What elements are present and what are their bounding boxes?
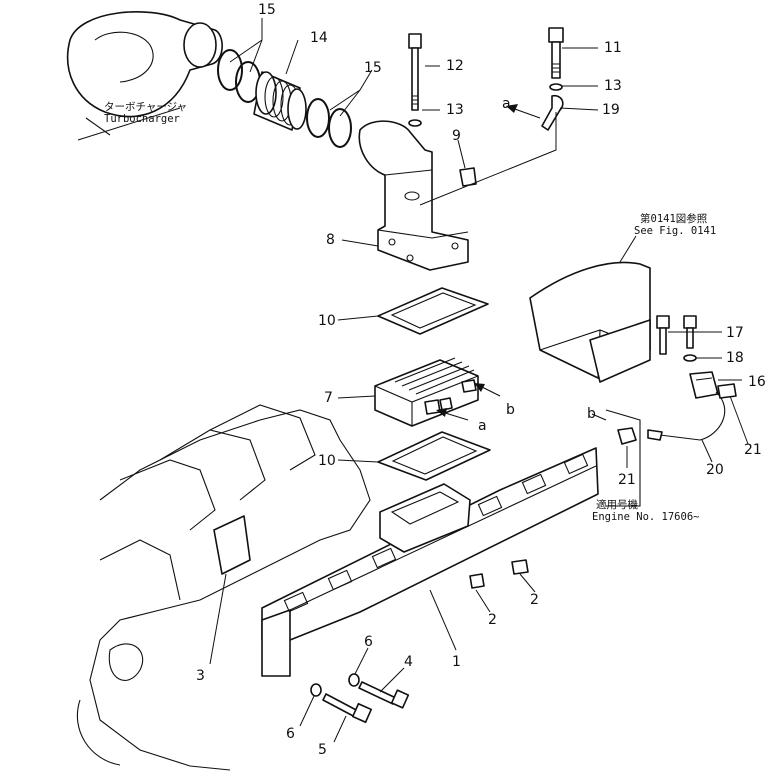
- callout-2-right: 2: [530, 592, 539, 608]
- bolt-5: [322, 693, 373, 724]
- callout-21-right: 21: [744, 442, 762, 458]
- cover-bracket: [529, 261, 651, 383]
- letter-a-top: a: [502, 96, 511, 112]
- bolt-12: [408, 33, 422, 111]
- callout-17: 17: [726, 325, 744, 341]
- callout-11: 11: [604, 40, 622, 56]
- callout-12: 12: [446, 58, 464, 74]
- arrow-b-heater: b: [474, 383, 515, 418]
- washer-6-upper: [348, 673, 360, 687]
- callout-5: 5: [318, 742, 327, 758]
- seal-rings-15-right: [306, 98, 352, 148]
- applic-label-jp: 適用号機: [596, 498, 638, 511]
- gasket-3: [213, 515, 251, 575]
- callout-9: 9: [452, 128, 461, 144]
- washer-13-left: [408, 119, 422, 127]
- callout-19: 19: [602, 102, 620, 118]
- callout-8: 8: [326, 232, 335, 248]
- intake-manifold-1: [261, 447, 599, 677]
- callout-7: 7: [324, 390, 333, 406]
- washer-18: [683, 354, 697, 362]
- callout-13-right: 13: [604, 78, 622, 94]
- sensor-21-detail: b: [587, 406, 641, 507]
- washer-6-lower: [310, 683, 322, 697]
- callout-6-upper: 6: [364, 634, 373, 650]
- wire-harness-20: [647, 383, 737, 441]
- gasket-10-upper: [377, 287, 489, 335]
- intake-heater-7: [374, 357, 479, 427]
- connector-hose-14: [253, 71, 307, 131]
- washer-13-right: [549, 83, 563, 91]
- bolt-4: [358, 681, 410, 709]
- letter-a-heater: a: [478, 418, 487, 434]
- see-fig-label-jp: 第0141図参照: [640, 212, 708, 225]
- callout-1: 1: [452, 654, 461, 670]
- turbocharger-label-jp: ターボチャージャ: [104, 101, 187, 113]
- callout-6-lower: 6: [286, 726, 295, 742]
- callout-2-left: 2: [488, 612, 497, 628]
- see-fig-leader: [619, 235, 637, 263]
- callout-15-left: 15: [258, 2, 276, 18]
- callout-3: 3: [196, 668, 205, 684]
- applic-label-en: Engine No. 17606~: [592, 511, 699, 523]
- callout-20: 20: [706, 462, 724, 478]
- see-fig-label-en: See Fig. 0141: [634, 225, 716, 237]
- turbocharger-label-en: Turbocharger: [104, 113, 180, 125]
- plug-2-left: [469, 573, 485, 589]
- callout-16: 16: [748, 374, 766, 390]
- callout-numbers: 15 14 15 12 13 9 11 13 19 8 10 7 10 17 1…: [196, 2, 766, 758]
- turbocharger: ターボチャージャ Turbocharger: [66, 11, 223, 141]
- bolt-17: [656, 315, 697, 355]
- letter-b-heater: b: [506, 402, 515, 418]
- arrow-a-heater: a: [436, 408, 487, 434]
- callout-4: 4: [404, 654, 413, 670]
- callout-13-left: 13: [446, 102, 464, 118]
- letter-b-sensor: b: [587, 406, 596, 422]
- callout-18: 18: [726, 350, 744, 366]
- heater-relay-16: [689, 371, 719, 399]
- arrow-a-top: a: [502, 96, 541, 119]
- bolt-11: [548, 27, 564, 79]
- plug-2-right: [511, 559, 529, 575]
- callout-14: 14: [310, 30, 328, 46]
- gasket-10-lower: [377, 431, 491, 481]
- callout-10-upper: 10: [318, 313, 336, 329]
- callout-10-lower: 10: [318, 453, 336, 469]
- leader-lines: [209, 18, 749, 743]
- engine-block: [76, 404, 371, 771]
- plug-9: [459, 167, 477, 187]
- intake-connector-8: [358, 120, 469, 271]
- clamp-leader: [419, 112, 557, 206]
- clamp-19: [541, 94, 564, 131]
- callout-21-detail: 21: [618, 472, 636, 488]
- callout-15-right: 15: [364, 60, 382, 76]
- seal-rings-15-left: [217, 49, 261, 103]
